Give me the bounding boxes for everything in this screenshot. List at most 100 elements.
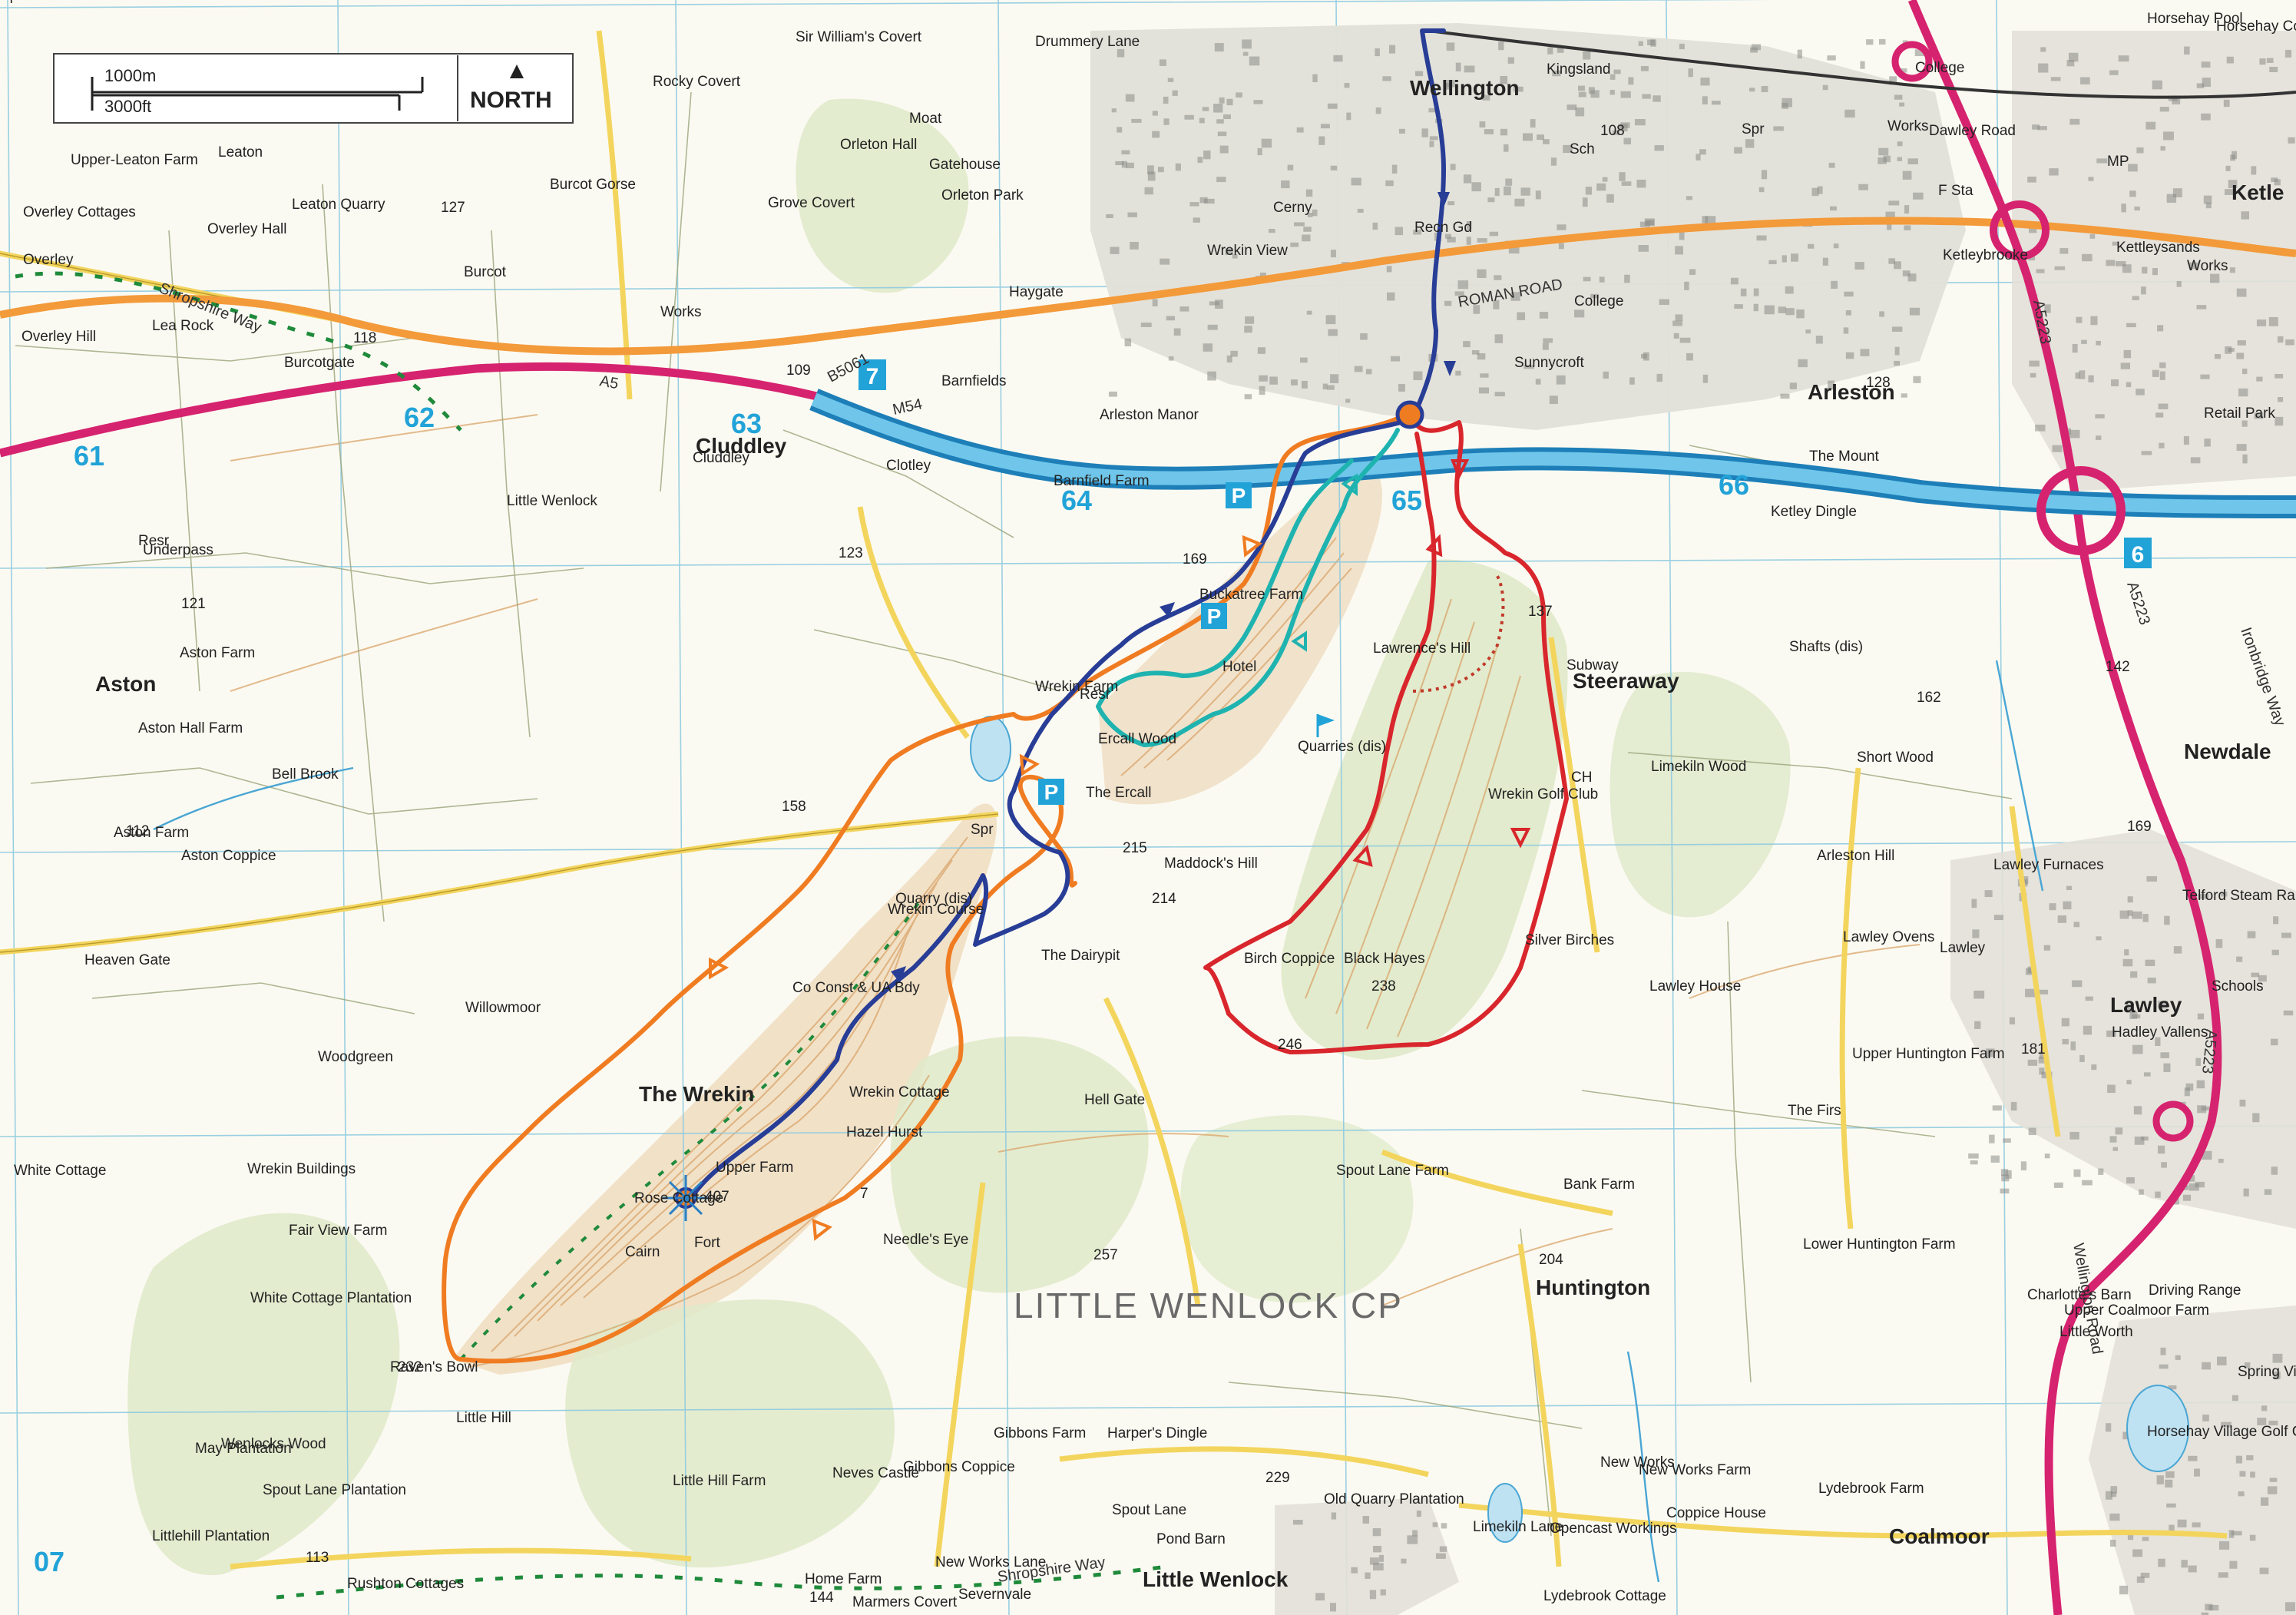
building (1909, 307, 1921, 316)
building (2184, 1087, 2190, 1097)
building (2020, 1161, 2027, 1171)
building (1216, 119, 1224, 124)
summit-viewpoint-icon (663, 1175, 709, 1221)
parking-icon: P (1201, 603, 1227, 629)
building (2040, 47, 2046, 52)
building (1557, 47, 1564, 53)
map-label: Limekiln Lane (1473, 1519, 1563, 1535)
building (2109, 1513, 2120, 1521)
building (1791, 253, 1798, 262)
building (1702, 374, 1709, 383)
map-label: Wenlocks Wood (221, 1436, 326, 1452)
a5223-road (1907, 0, 2222, 1615)
building (2141, 286, 2146, 295)
route-blue[interactable] (689, 28, 1446, 1200)
m54-motorway-inner (811, 392, 2296, 514)
building (1768, 260, 1777, 265)
route-red[interactable] (1203, 416, 1569, 1054)
building (1179, 306, 1189, 312)
building (2145, 959, 2155, 966)
building (1844, 109, 1855, 118)
map-label: Lydebrook Farm (1818, 1481, 1924, 1497)
building (1590, 293, 1599, 299)
building (2066, 60, 2075, 67)
building (1172, 90, 1178, 96)
map-label: Driving Range (2149, 1282, 2241, 1299)
grid-reference-numbers: 61 62 63 64 65 66 6 7 07 (34, 359, 2152, 1577)
building (1292, 1520, 1303, 1525)
building (1805, 329, 1811, 334)
building (1904, 205, 1910, 214)
svg-text:7: 7 (866, 364, 879, 389)
building (1550, 157, 1557, 166)
building (2062, 1038, 2069, 1044)
building (1520, 187, 1530, 196)
building (1117, 127, 1123, 133)
building (1197, 157, 1203, 164)
map-label: Gibbons Coppice (903, 1459, 1015, 1475)
building (1115, 161, 1124, 166)
building (1354, 366, 1363, 372)
building (2229, 1560, 2238, 1569)
building (2176, 280, 2182, 287)
building (1507, 57, 1514, 64)
building (2038, 63, 2049, 73)
map-label: Lower Huntington Farm (1803, 1236, 1956, 1253)
spot-height-label: 118 (353, 330, 376, 346)
building (1372, 1563, 1384, 1571)
map-label: Aston Coppice (181, 848, 276, 864)
building (2267, 1486, 2278, 1494)
building (1888, 258, 1896, 264)
place-label-cluddley: Cluddley (696, 434, 787, 458)
spot-height-label: 257 (1093, 1247, 1118, 1263)
spot-height-label: 108 (1600, 123, 1625, 139)
building (1829, 206, 1837, 211)
building (1700, 78, 1710, 86)
building (1645, 220, 1654, 226)
grid-line (0, 557, 2296, 569)
building (2271, 1167, 2278, 1175)
building (2132, 911, 2142, 919)
map-label: Wrekin Buildings (247, 1161, 356, 1177)
building (1299, 357, 1308, 363)
building (2192, 1522, 2201, 1527)
route-start-marker[interactable] (1395, 400, 1424, 429)
map-label: Arleston Manor (1100, 407, 1199, 423)
spot-height-label: 112 (126, 823, 149, 839)
building (1585, 187, 1593, 195)
building (1226, 98, 1233, 106)
map-label: MP (2107, 154, 2129, 170)
map-label: Harper's Dingle (1107, 1425, 1207, 1441)
building (1473, 305, 1480, 314)
route-teal[interactable] (1096, 428, 1400, 747)
spot-height-label: 121 (181, 596, 206, 612)
building (2001, 1174, 2010, 1182)
place-names: Wellington The Wrekin LITTLE WENLOCK CP … (95, 76, 2284, 1591)
building (2128, 164, 2138, 172)
building (2236, 444, 2247, 452)
building (2235, 1455, 2243, 1464)
grid-line (0, 1402, 2296, 1414)
building (1552, 70, 1561, 77)
building (2140, 1572, 2150, 1578)
building (1827, 55, 1836, 61)
map-label: Pond Barn (1156, 1531, 1226, 1547)
building (1751, 44, 1761, 51)
building (2049, 168, 2059, 176)
building (1439, 1546, 1447, 1552)
building (1828, 380, 1835, 390)
building (1331, 1512, 1337, 1520)
building (2205, 1603, 2213, 1611)
building (1365, 1572, 1371, 1579)
building (1624, 274, 1630, 283)
building (1679, 43, 1685, 50)
building (1970, 1160, 1978, 1165)
building (1117, 49, 1125, 58)
map-label: Short Wood (1857, 750, 1934, 766)
map-label: New Works (1600, 1454, 1675, 1471)
building (1734, 147, 1742, 154)
map-label: Leaton Quarry (292, 197, 385, 213)
building (1673, 333, 1679, 339)
building (2145, 121, 2156, 130)
